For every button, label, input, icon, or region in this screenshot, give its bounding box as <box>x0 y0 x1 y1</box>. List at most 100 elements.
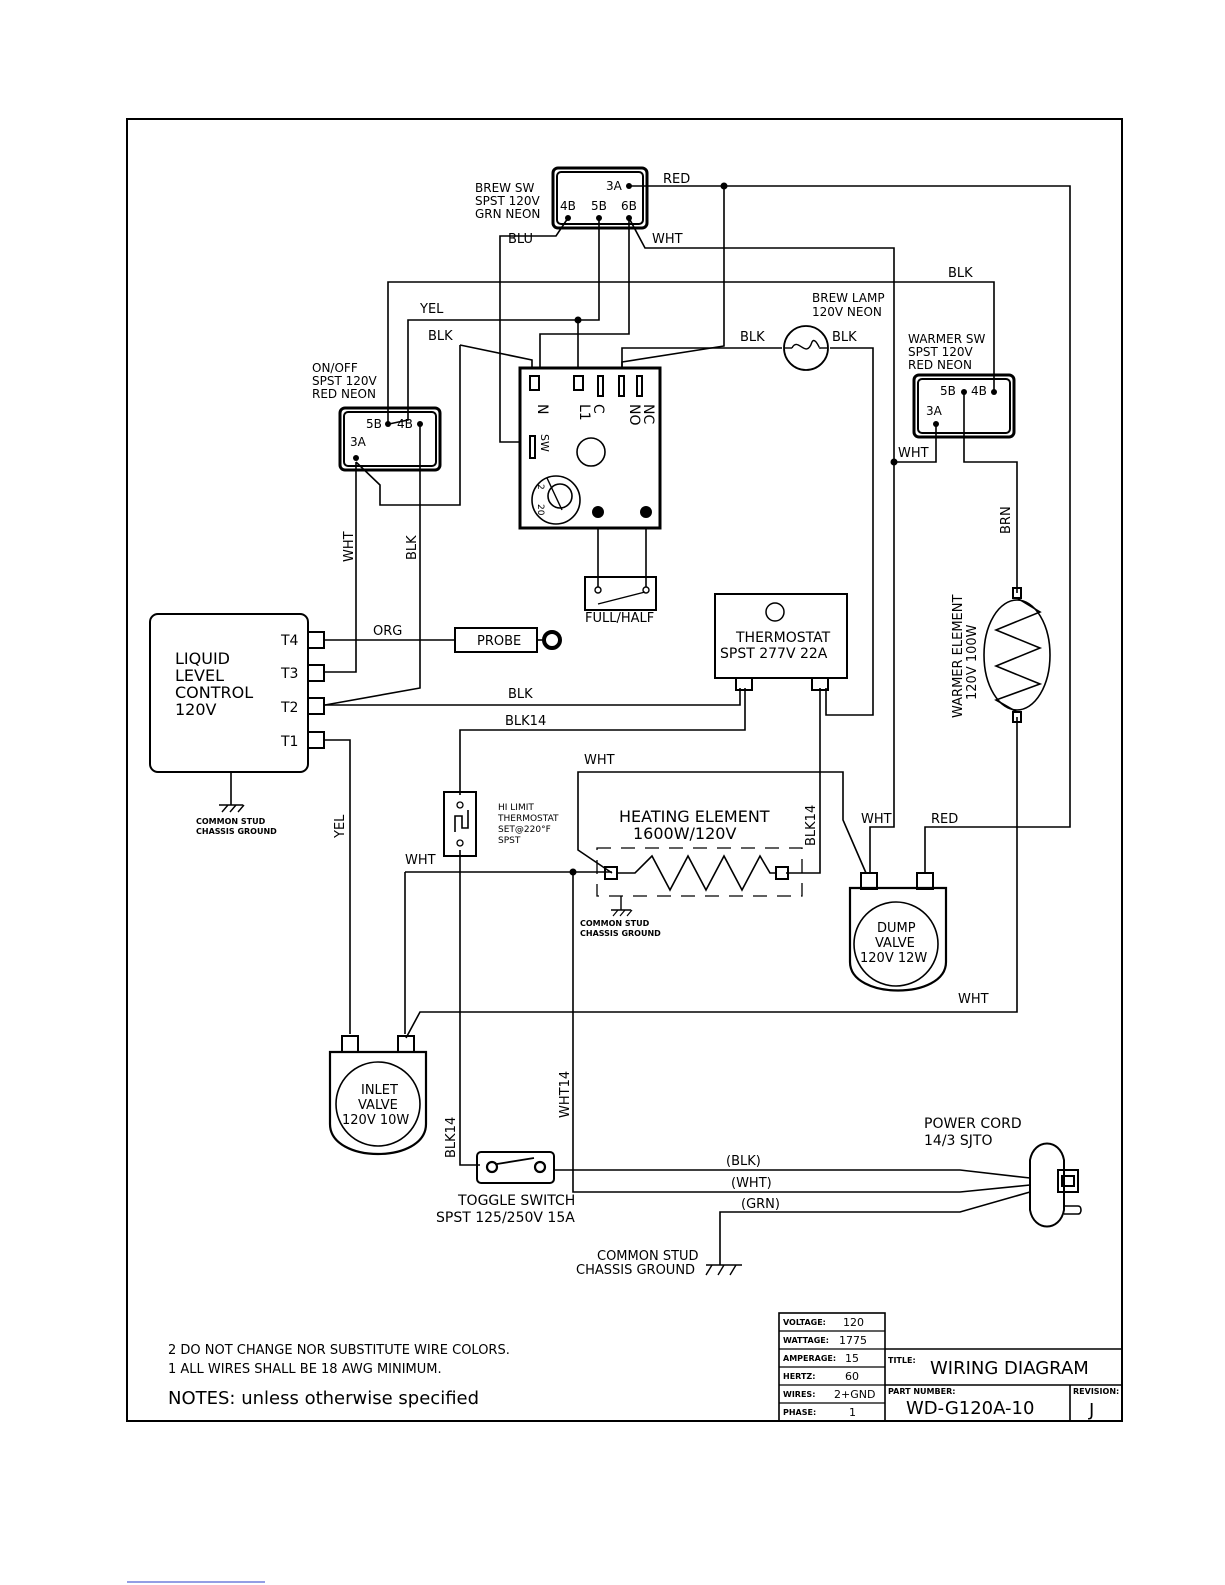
drawing-title: WIRING DIAGRAM <box>930 1358 1089 1379</box>
title-label: TITLE: <box>888 1356 916 1365</box>
inlet-valve-label-3: 120V 10W <box>342 1113 409 1128</box>
brew-timer: N C L1 NO NC SW 2 20 <box>518 366 662 530</box>
hi-limit-label-2: THERMOSTAT <box>497 814 559 824</box>
llc-ground-1: COMMON STUD <box>196 817 266 826</box>
hi-limit-thermostat: HI LIMIT THERMOSTAT SET@220°F SPST <box>443 791 559 857</box>
dump-valve: DUMP VALVE 120V 12W <box>848 872 948 992</box>
onoff-switch: ON/OFF SPST 120V RED NEON 5B 4B 3A <box>312 361 442 472</box>
spec-phase-value: 1 <box>849 1406 856 1419</box>
wire-wht-dump: WHT <box>861 812 892 827</box>
wire-blk-lamp-left: BLK <box>740 330 765 345</box>
warmer-switch: WARMER SW SPST 120V RED NEON 5B 4B 3A <box>908 332 1016 439</box>
cord-ground-2: CHASSIS GROUND <box>576 1263 695 1278</box>
wire-blk-onoff: BLK <box>428 329 453 344</box>
brew-sw-label-3: GRN NEON <box>475 207 540 221</box>
wire-blk14-vertical: BLK14 <box>804 805 819 846</box>
timer-l1: L1 <box>576 404 592 421</box>
spec-wires-label: WIRES: <box>783 1390 815 1399</box>
wire-blk-t2: BLK <box>508 687 533 702</box>
wire-cord-wht: (WHT) <box>731 1176 772 1191</box>
wires <box>324 182 1071 1265</box>
llc-line-3: CONTROL <box>175 683 253 702</box>
probe-label: PROBE <box>477 634 521 649</box>
timer-n: N <box>534 404 550 414</box>
llc-ground-2: CHASSIS GROUND <box>196 827 277 836</box>
cord-ground-symbol: COMMON STUD CHASSIS GROUND <box>576 1249 742 1278</box>
brew-sw-4b: 4B <box>560 199 576 213</box>
warmer-element-label-2: 120V 100W <box>965 624 980 700</box>
dump-valve-label-1: DUMP <box>877 921 916 936</box>
inlet-valve: INLET VALVE 120V 10W <box>328 1035 428 1156</box>
wire-brn: BRN <box>999 506 1014 534</box>
warmer-sw-label-3: RED NEON <box>908 358 972 372</box>
timer-c: C <box>590 404 606 414</box>
spec-hertz-value: 60 <box>845 1370 859 1383</box>
thermostat-label-1: THERMOSTAT <box>735 630 831 646</box>
wire-yel-top: YEL <box>419 302 444 317</box>
heating-element: HEATING ELEMENT 1600W/120V COMMON STUD C… <box>580 807 803 938</box>
timer-dial-2: 2 <box>535 484 545 490</box>
wire-wht-warmer: WHT <box>898 446 929 461</box>
hi-limit-label-4: SPST <box>498 836 521 846</box>
wire-wht-vertical: WHT <box>342 531 357 562</box>
inlet-valve-label-1: INLET <box>361 1083 398 1098</box>
toggle-switch: TOGGLE SWITCH SPST 125/250V 15A <box>436 1151 575 1226</box>
llc-t4: T4 <box>280 633 299 649</box>
heating-element-label-2: 1600W/120V <box>633 824 736 843</box>
full-half-switch: FULL/HALF <box>584 576 657 626</box>
cord-ground-1: COMMON STUD <box>597 1249 699 1264</box>
wire-blk-vertical: BLK <box>405 535 420 560</box>
dump-valve-label-3: 120V 12W <box>860 951 927 966</box>
drawing-border <box>126 118 1123 1422</box>
timer-dial-20: 20 <box>535 504 545 516</box>
wire-cord-blk: (BLK) <box>726 1154 761 1169</box>
brew-lamp-label-2: 120V NEON <box>812 305 882 319</box>
note-2: 2 DO NOT CHANGE NOR SUBSTITUTE WIRE COLO… <box>168 1343 510 1358</box>
llc-t3: T3 <box>280 666 298 682</box>
wire-blk14-toggle: BLK14 <box>444 1117 459 1158</box>
heating-element-label-1: HEATING ELEMENT <box>619 807 770 826</box>
brew-lamp: BREW LAMP 120V NEON <box>783 291 885 371</box>
spec-phase-label: PHASE: <box>783 1408 816 1417</box>
llc-t2: T2 <box>280 700 298 716</box>
spec-wattage-value: 1775 <box>839 1334 867 1347</box>
wire-blk-top: BLK <box>948 266 973 281</box>
llc-line-4: 120V <box>175 700 217 719</box>
thermostat: THERMOSTAT SPST 277V 22A <box>714 593 848 691</box>
warmer-element-label-1: WARMER ELEMENT <box>951 595 966 718</box>
spec-amperage-label: AMPERAGE: <box>783 1354 836 1363</box>
wire-blk-lamp-right: BLK <box>832 330 857 345</box>
warmer-element: WARMER ELEMENT 120V 100W <box>951 587 1051 723</box>
liquid-level-control: LIQUID LEVEL CONTROL 120V T4 T3 T2 T1 CO… <box>149 613 325 836</box>
wire-wht-mid: WHT <box>405 853 436 868</box>
wire-wht-bottom: WHT <box>958 992 989 1007</box>
onoff-5b: 5B <box>366 417 382 431</box>
spec-amperage-value: 15 <box>845 1352 859 1365</box>
brew-sw-3a: 3A <box>606 179 623 193</box>
probe: PROBE <box>454 627 562 653</box>
wire-labels: RED WHT BLU BLK YEL BLK BLK BLK WHT BRN … <box>333 172 1014 1212</box>
spec-wattage-label: WATTAGE: <box>783 1336 829 1345</box>
brew-lamp-label-1: BREW LAMP <box>812 291 885 305</box>
wire-wht14: WHT14 <box>558 1071 573 1118</box>
inlet-valve-label-2: VALVE <box>358 1098 398 1113</box>
spec-wires-value: 2+GND <box>834 1388 875 1401</box>
llc-t1: T1 <box>280 734 298 750</box>
onoff-label-1: ON/OFF <box>312 361 358 375</box>
warmer-sw-4b: 4B <box>971 384 987 398</box>
wire-red-dump: RED <box>931 812 958 827</box>
power-cord-label-1: POWER CORD <box>924 1116 1022 1132</box>
brew-switch: BREW SW SPST 120V GRN NEON 3A 4B 5B 6B <box>475 166 649 230</box>
onoff-4b: 4B <box>397 417 413 431</box>
dump-valve-label-2: VALVE <box>875 936 915 951</box>
llc-line-1: LIQUID <box>175 649 230 668</box>
power-cord-label-2: 14/3 SJTO <box>924 1133 992 1149</box>
thermostat-label-2: SPST 277V 22A <box>720 646 828 662</box>
wire-wht-heat: WHT <box>584 753 615 768</box>
wire-red: RED <box>663 172 690 187</box>
warmer-sw-label-1: WARMER SW <box>908 332 985 346</box>
wire-wht-brew: WHT <box>652 232 683 247</box>
part-number: WD-G120A-10 <box>906 1398 1034 1419</box>
toggle-label-2: SPST 125/250V 15A <box>436 1210 575 1226</box>
